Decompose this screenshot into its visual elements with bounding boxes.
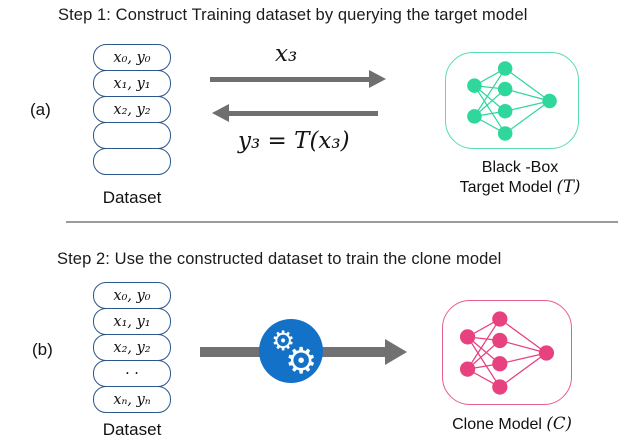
dataset-row: xₙ, yₙ (93, 386, 171, 413)
dataset-row: x₁, y₁ (93, 70, 171, 97)
section-divider (66, 221, 618, 223)
dataset-row: x₀, y₀ (93, 44, 171, 71)
dataset-row: x₁, y₁ (93, 308, 171, 335)
clone-model-caption: Clone Model (C) (432, 414, 592, 434)
dataset-row-empty (93, 122, 171, 149)
step1-dataset-caption: Dataset (102, 188, 162, 207)
neural-network-icon (459, 310, 555, 395)
gear-icon: ⚙ (285, 341, 318, 382)
dataset-row: x₂, y₂ (93, 334, 171, 361)
target-model-box (445, 52, 579, 149)
target-model-caption: Black -Box Target Model (T) (430, 158, 610, 197)
neural-network-icon (467, 60, 557, 141)
step1-title: Step 1: Construct Training dataset by qu… (58, 6, 528, 24)
query-arrow-label: x₃ (275, 41, 298, 67)
step2-dataset-caption: Dataset (102, 420, 162, 439)
query-arrow-head-icon (369, 70, 386, 88)
dataset-row: x₂, y₂ (93, 96, 171, 123)
training-process-badge: ⚙ ⚙ (259, 319, 323, 383)
panel-label-a: (a) (30, 100, 51, 119)
target-model-caption-line1: Black -Box (481, 159, 559, 176)
target-model-caption-line2: Target Model (T) (430, 177, 610, 197)
target-model-caption-text: Target Model (459, 179, 557, 197)
step1-dataset-stack: x₀, y₀ x₁, y₁ x₂, y₂ (93, 44, 171, 175)
response-arrow-shaft (228, 111, 378, 116)
clone-model-caption-math: (C) (546, 414, 572, 433)
dataset-row-empty (93, 148, 171, 175)
clone-model-caption-text: Clone Model (452, 416, 547, 433)
query-arrow-shaft (210, 77, 370, 82)
step2-dataset-stack: x₀, y₀ x₁, y₁ x₂, y₂ · · xₙ, yₙ (93, 282, 171, 413)
train-arrow-head-icon (385, 339, 407, 365)
dataset-row-ellipsis: · · (93, 360, 171, 387)
response-arrow-label: y₃ = T(x₃) (238, 128, 350, 154)
clone-model-box (442, 300, 572, 405)
panel-label-b: (b) (32, 340, 53, 359)
dataset-row: x₀, y₀ (93, 282, 171, 309)
response-arrow-head-icon (212, 104, 229, 122)
gear-icon: ⚙ (271, 326, 296, 357)
target-model-caption-math: (T) (556, 177, 581, 197)
step2-title: Step 2: Use the constructed dataset to t… (57, 250, 502, 268)
